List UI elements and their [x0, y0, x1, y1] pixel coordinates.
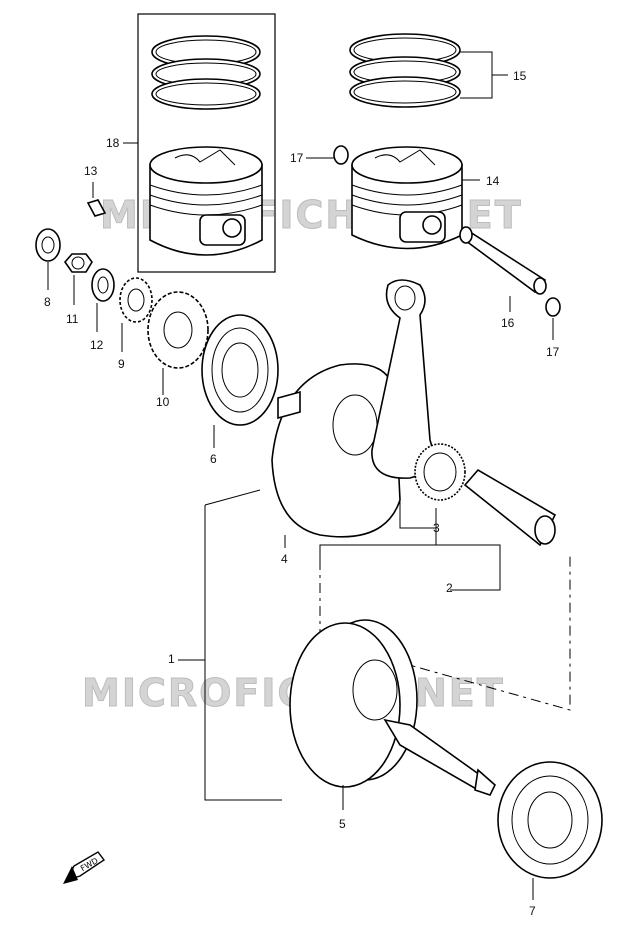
fwd-arrow-icon: FWD [63, 851, 106, 884]
label-part-3: 3 [433, 521, 440, 535]
label-part-13: 13 [84, 164, 98, 178]
oil-seal [35, 228, 61, 290]
needle-bearing [399, 443, 466, 529]
small-gear [119, 277, 153, 352]
part-labels: 1 2 3 4 5 6 7 8 9 10 11 12 13 14 15 16 1… [44, 69, 560, 918]
piston-rings-boxed [151, 35, 261, 110]
label-part-18: 18 [106, 136, 120, 150]
piston-kit-box [123, 13, 276, 273]
label-part-4: 4 [281, 552, 288, 566]
label-part-2: 2 [446, 581, 453, 595]
nut [63, 253, 93, 305]
piston [351, 146, 480, 250]
primary-gear [147, 291, 209, 395]
label-part-6: 6 [210, 452, 217, 466]
label-part-11: 11 [66, 312, 79, 326]
label-part-14: 14 [486, 174, 500, 188]
label-part-16: 16 [501, 316, 515, 330]
label-part-10: 10 [156, 395, 170, 409]
label-part-17-lower: 17 [546, 345, 560, 359]
bearing-left [201, 314, 279, 448]
bearing-right [497, 761, 603, 900]
crank-half-lower [289, 619, 496, 810]
label-part-8: 8 [44, 295, 51, 309]
washer [91, 268, 115, 332]
piston-pin [459, 226, 547, 312]
label-part-7: 7 [529, 904, 536, 918]
circlip-lower [545, 297, 561, 340]
woodruff-key [86, 182, 107, 217]
label-part-9: 9 [118, 357, 125, 371]
label-part-12: 12 [90, 338, 104, 352]
label-part-15: 15 [513, 69, 527, 83]
piston-rings [349, 33, 508, 108]
fwd-text: FWD [79, 856, 100, 873]
label-part-17-upper: 17 [290, 151, 304, 165]
assembly-guide-lines [204, 489, 571, 801]
crank-pin [319, 468, 557, 591]
piston-boxed [149, 146, 263, 256]
label-part-1: 1 [168, 652, 175, 666]
label-part-5: 5 [339, 817, 346, 831]
circlip-upper [306, 145, 349, 165]
